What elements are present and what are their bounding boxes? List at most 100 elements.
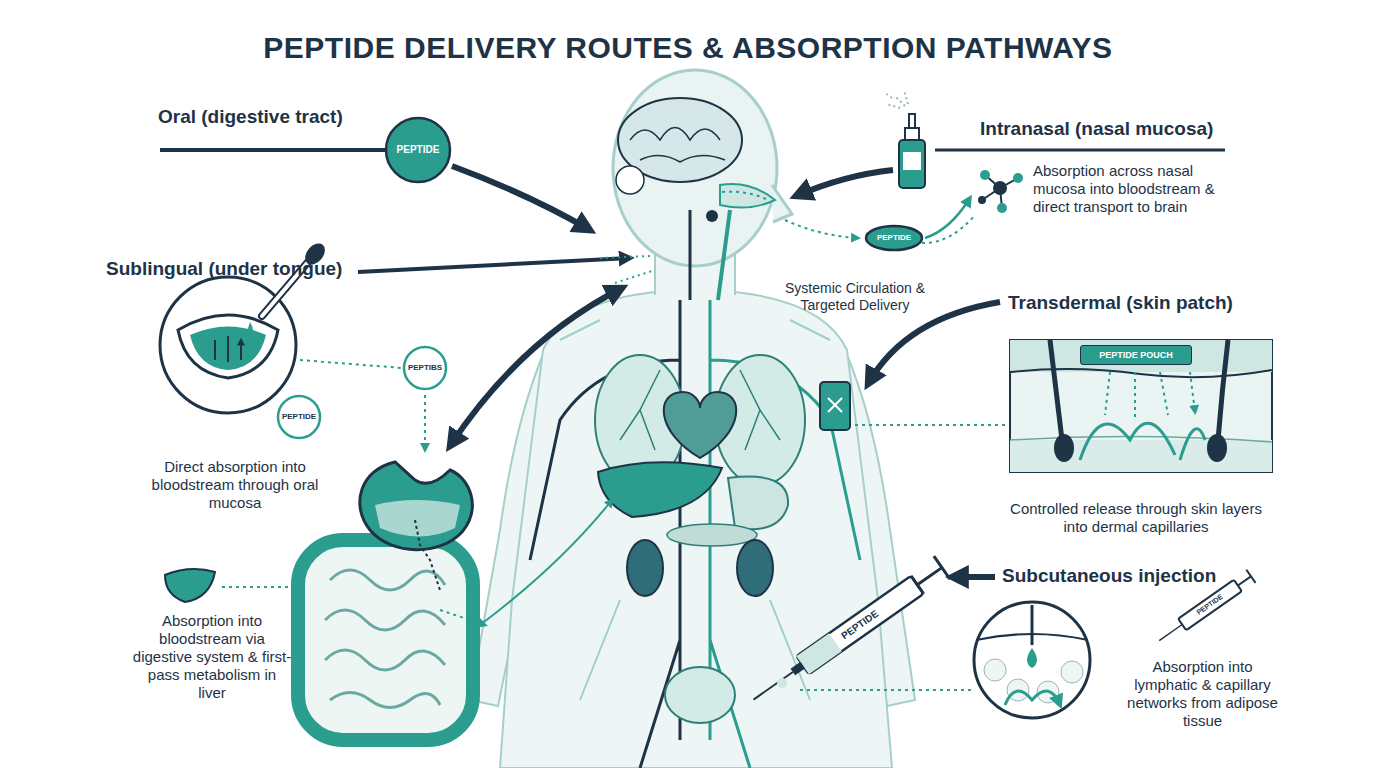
body-stomach <box>728 477 788 530</box>
route-arrow <box>935 149 1225 152</box>
mouth-inset <box>300 360 402 368</box>
molecule-icon <box>978 196 986 204</box>
dropper <box>248 240 329 336</box>
intestines <box>325 570 445 708</box>
syringe <box>745 556 949 711</box>
body-stomach <box>667 524 757 546</box>
diagram-title: PEPTIDE DELIVERY ROUTES & ABSORPTION PAT… <box>0 30 1376 66</box>
skin-patch <box>820 382 1006 430</box>
route-description: Absorption into lymphatic & capillary ne… <box>1120 658 1285 730</box>
nasal-spray <box>884 90 908 108</box>
skin-cross-section <box>1207 434 1227 462</box>
body-stomach <box>667 477 788 546</box>
blood-vessels <box>530 300 860 768</box>
head <box>706 210 718 222</box>
kidneys <box>627 540 773 596</box>
absorption-arrow <box>480 500 612 625</box>
small-syringe <box>1178 580 1242 630</box>
liver-icon <box>222 586 292 588</box>
stomach <box>375 500 460 537</box>
peptide-bubble-shape <box>404 347 446 389</box>
skin-cross-section <box>1080 423 1205 460</box>
skin-patch <box>820 382 850 430</box>
molecule-icon <box>1013 173 1023 183</box>
body-silhouette <box>500 292 892 768</box>
head <box>722 192 768 200</box>
molecule-icon <box>993 181 1007 195</box>
skin-patch <box>828 398 842 412</box>
route-description: Controlled release through skin layers i… <box>1000 500 1272 536</box>
node-label: PEPTIDE <box>877 234 911 242</box>
body-silhouette <box>734 250 736 295</box>
molecule-icon <box>980 170 990 180</box>
adipose-inset <box>984 659 1006 681</box>
route-arrow <box>450 288 622 446</box>
injection-site <box>777 678 972 690</box>
bladder <box>665 667 735 723</box>
nasal-spray <box>905 128 919 140</box>
route-label: Intranasal (nasal mucosa) <box>980 118 1213 141</box>
nasal-spray <box>909 114 915 128</box>
route-arrow <box>952 574 995 580</box>
liver <box>598 462 722 517</box>
route-label: Transdermal (skin patch) <box>1008 292 1233 315</box>
route-label: Oral (digestive tract) <box>158 106 343 129</box>
syringe <box>909 556 950 596</box>
route-description: Absorption into bloodstream via digestiv… <box>132 612 292 702</box>
skin-patch <box>855 424 1006 426</box>
skin-cross-section <box>1010 340 1272 472</box>
route-description: Absorption across nasal mucosa into bloo… <box>1033 162 1233 216</box>
route-arrow <box>452 166 590 230</box>
route-label: Subcutaneous injection <box>1002 565 1216 588</box>
route-arrow <box>868 302 1000 384</box>
head <box>718 210 730 300</box>
dropper <box>248 322 253 336</box>
adipose-inset <box>974 602 1090 718</box>
esophagus-path <box>424 395 426 450</box>
intestines <box>298 540 473 740</box>
skin-cross-section <box>1010 440 1272 472</box>
peptide-bubble: PEPTIDE <box>276 394 322 440</box>
stomach <box>360 462 472 550</box>
heart <box>664 392 736 458</box>
head <box>613 70 777 266</box>
nasal-dotted-path <box>785 220 858 238</box>
center-note: Systemic Circulation & Targeted Delivery <box>770 280 940 314</box>
adipose-inset <box>1027 648 1037 668</box>
route-label: Sublingual (under tongue) <box>106 258 342 281</box>
node-label: PEPTIDE <box>282 413 316 421</box>
skin-cross-section <box>1010 369 1272 377</box>
nasal-dotted-path <box>785 198 975 243</box>
nasal-dotted-path <box>925 198 970 238</box>
head <box>689 210 692 300</box>
skin-cross-section <box>1010 436 1272 442</box>
route-arrow <box>796 170 893 196</box>
molecule-icon <box>982 175 1018 208</box>
adipose-inset <box>1005 691 1060 705</box>
peptide-bubble: PEPTIBS <box>402 345 448 391</box>
route-description: Direct absorption into bloodstream throu… <box>140 458 330 512</box>
peptide-bubble: PEPTIDE <box>864 224 924 252</box>
adipose-inset <box>1031 605 1034 645</box>
node-label: PEPTIDE POUCH <box>1099 351 1173 360</box>
heart <box>664 392 736 458</box>
body-silhouette <box>470 245 915 768</box>
route-arrow <box>358 258 630 272</box>
peptide-bubble-shape <box>866 226 922 250</box>
node-label: PEPTIBS <box>408 364 442 372</box>
blood-vessels <box>560 320 830 700</box>
small-syringe <box>1233 570 1255 592</box>
leader-line <box>615 270 655 283</box>
skin-cross-section <box>1050 340 1062 440</box>
nasal-spray <box>899 140 925 188</box>
syringe <box>796 576 923 674</box>
skin-cross-section <box>1218 340 1228 440</box>
absorption-arrow <box>440 610 485 625</box>
absorption-arrow <box>440 500 612 625</box>
head <box>616 166 644 194</box>
route-arrow <box>160 148 386 152</box>
esophagus-path <box>425 395 426 450</box>
stomach <box>360 462 472 590</box>
skin-cross-section <box>1054 434 1074 462</box>
liver <box>598 462 722 517</box>
